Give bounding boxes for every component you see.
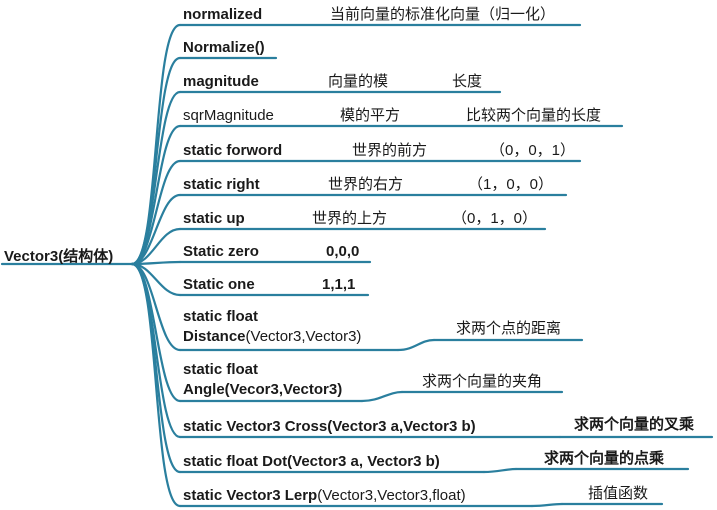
node-distance-method: Distance [183,328,246,345]
node-sqrmagnitude: sqrMagnitude [183,107,274,124]
node-dot: static float Dot(Vector3 a, Vector3 b) [183,453,440,470]
node-forword-desc: 世界的前方 [352,142,428,159]
node-cross-desc: 求两个向量的叉乘 [574,416,695,433]
node-up: static up [183,210,245,227]
node-one: Static one [183,276,255,293]
node-one-value: 1,1,1 [322,276,356,293]
node-normalized: normalized [183,6,263,23]
node-up-desc: 世界的上方 [312,210,388,227]
node-lerp-method: static Vector3 Lerp [183,487,318,504]
node-right-extra: （1，0，0） [468,176,554,193]
node-right: static right [183,176,260,193]
node-magnitude-desc: 向量的模 [328,73,389,90]
node-right-desc: 世界的右方 [328,176,404,193]
node-zero-value: 0,0,0 [326,243,360,260]
node-normalized-desc: 当前向量的标准化向量（归一化） [330,6,556,23]
node-angle-desc: 求两个向量的夹角 [422,373,543,390]
node-sqrmagnitude-desc: 模的平方 [340,107,401,124]
node-forword: static forword [183,142,283,159]
node-cross: static Vector3 Cross(Vector3 a,Vector3 b… [183,418,476,435]
node-distance-line1: static float [183,308,259,325]
node-forword-extra: （0，0，1） [490,142,576,159]
node-normalize: Normalize() [183,39,265,56]
node-lerp-desc: 插值函数 [588,485,649,502]
node-dot-desc: 求两个向量的点乘 [544,450,665,467]
node-lerp: static Vector3 Lerp(Vector3,Vector3,floa… [183,487,466,505]
node-angle-line1: static float [183,361,259,378]
node-distance-params: (Vector3,Vector3) [245,328,362,345]
root-node: Vector3(结构体) [4,248,114,265]
node-magnitude-extra: 长度 [452,73,483,90]
node-distance: static float Distance(Vector3,Vector3) [183,307,361,347]
node-angle: static float Angle(Vecor3,Vector3) [183,360,342,400]
node-zero: Static zero [183,243,259,260]
node-sqrmagnitude-extra: 比较两个向量的长度 [466,107,602,124]
node-distance-desc: 求两个点的距离 [456,320,562,337]
node-lerp-params: (Vector3,Vector3,float) [317,487,466,504]
node-up-extra: （0，1，0） [452,210,538,227]
node-angle-method: Angle(Vecor3,Vector3) [183,381,343,398]
node-magnitude: magnitude [183,73,259,90]
